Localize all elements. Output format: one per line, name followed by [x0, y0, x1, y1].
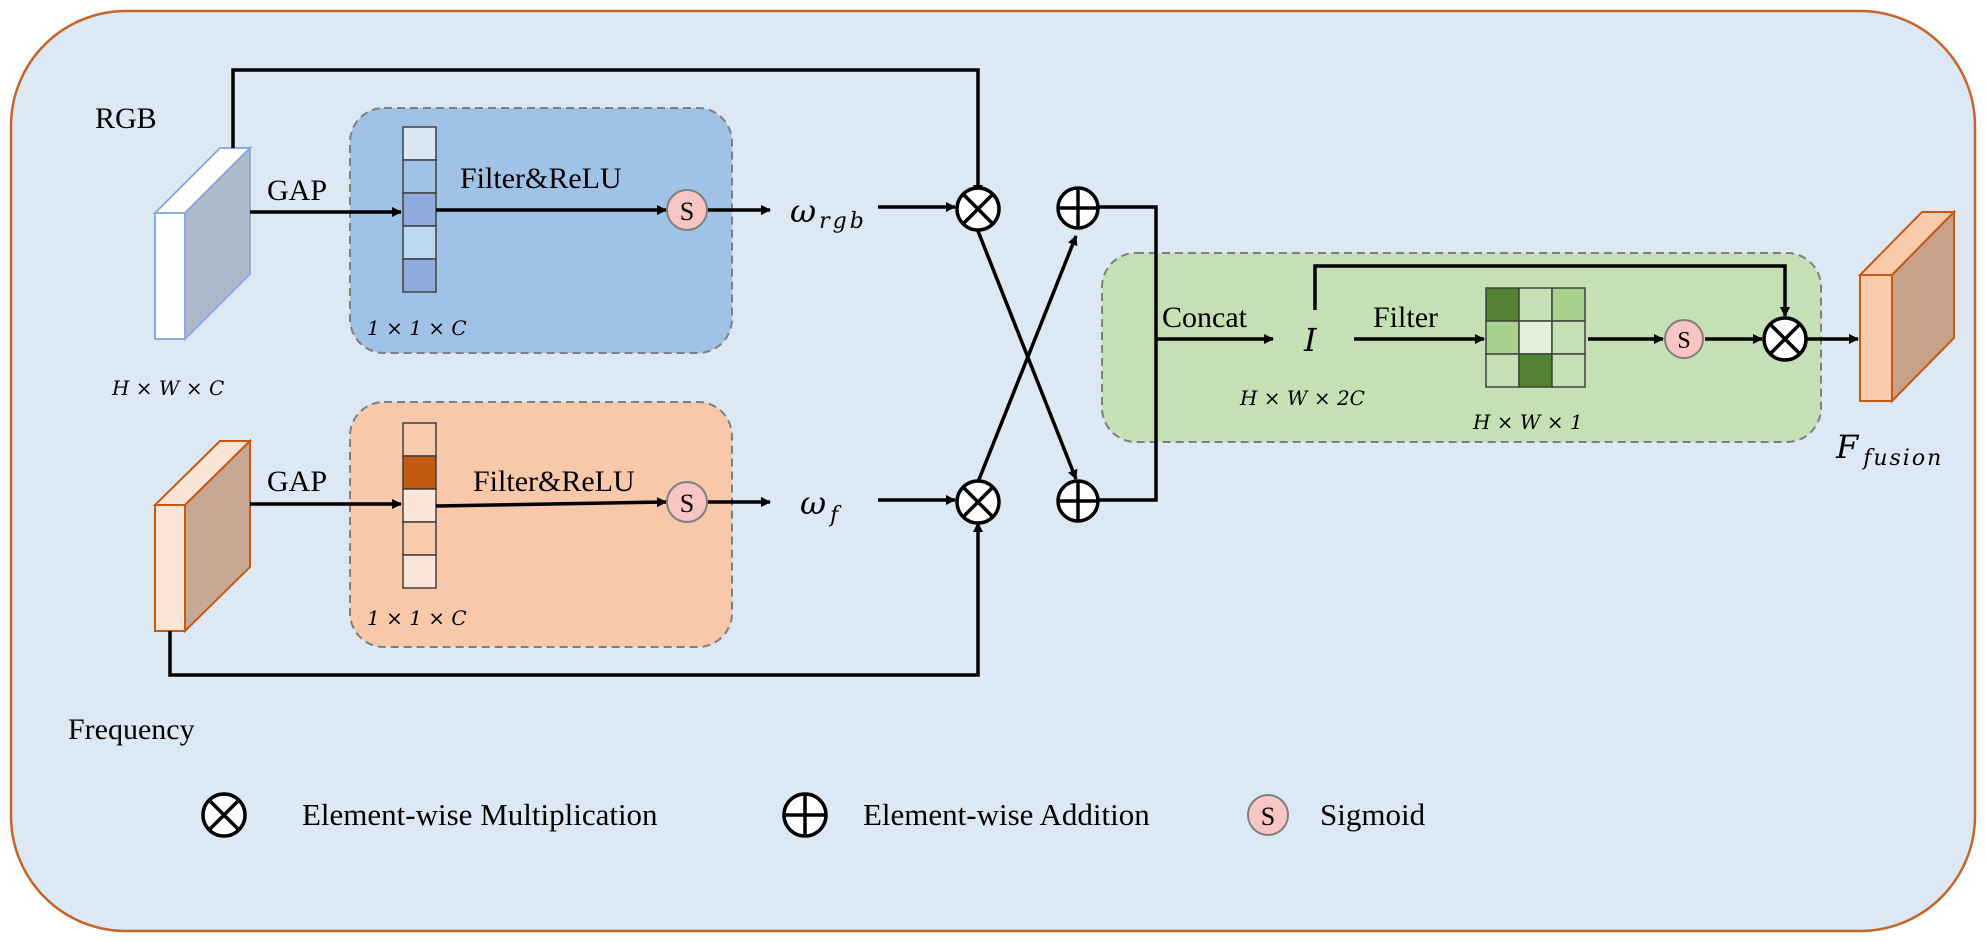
add-top-to-concat [1097, 205, 1158, 502]
svg-text:S: S [1677, 328, 1690, 354]
multiply-operator-spatial [1762, 316, 1808, 362]
frequency-channel-attention-block [349, 401, 733, 648]
rgb-channel-vector [402, 126, 437, 293]
add-operator-top [1056, 186, 1100, 230]
fusion-output-cuboid [1857, 209, 1957, 404]
frequency-label: Frequency [68, 713, 195, 746]
gap-label-bottom: GAP [267, 465, 327, 498]
filter-relu-label-bottom: Filter&ReLU [473, 465, 635, 498]
svg-text:S: S [680, 489, 694, 518]
spatial-attention-map [1485, 287, 1586, 388]
frequency-feature-cuboid [152, 438, 253, 634]
legend-sigmoid-label: Sigmoid [1320, 797, 1426, 832]
svg-text:S: S [680, 197, 694, 226]
rgb-label: RGB [95, 102, 157, 135]
legend-multiplication-label: Element-wise Multiplication [302, 797, 658, 832]
dim-vector-bottom-label: 1 × 1 × C [367, 606, 467, 630]
dim-input-label: H × W × C [111, 376, 224, 400]
legend-sigmoid-icon: S [1247, 794, 1289, 836]
spatial-fusion-block [1101, 252, 1822, 443]
multiply-operator-frequency [955, 479, 1001, 525]
sigmoid-node-spatial: S [1664, 319, 1704, 359]
legend-addition-label: Element-wise Addition [863, 797, 1150, 832]
rgb-feature-cuboid [152, 145, 253, 342]
cross-freq-to-add [976, 235, 1078, 483]
legend-multiply-icon [201, 792, 247, 838]
multiply-operator-rgb [955, 186, 1001, 232]
rgb-channel-attention-block [349, 107, 733, 354]
filter-label: Filter [1373, 301, 1438, 334]
connections [168, 68, 1859, 677]
sigmoid-node-rgb: S [666, 189, 708, 231]
dim-map-label: H × W × 1 [1472, 410, 1583, 434]
add-operator-bottom [1056, 479, 1100, 523]
legend-add-icon [782, 792, 828, 838]
frequency-channel-vector [402, 422, 437, 589]
feature-i-label: I [1303, 321, 1318, 359]
dim-concat-label: H × W × 2C [1239, 386, 1365, 410]
freq-filter-arrow [435, 497, 667, 508]
concat-label: Concat [1162, 301, 1248, 334]
dim-vector-top-label: 1 × 1 × C [367, 316, 467, 340]
rgb-skip-line [231, 68, 983, 195]
legend: Element-wise Multiplication Element-wise… [201, 792, 1426, 838]
filter-relu-label-top: Filter&ReLU [460, 162, 622, 195]
freq-skip-line [168, 522, 983, 677]
gap-label-top: GAP [267, 174, 327, 207]
spatial-skip-line [1313, 264, 1790, 317]
sigmoid-node-frequency: S [666, 481, 708, 523]
svg-text:S: S [1261, 802, 1275, 831]
